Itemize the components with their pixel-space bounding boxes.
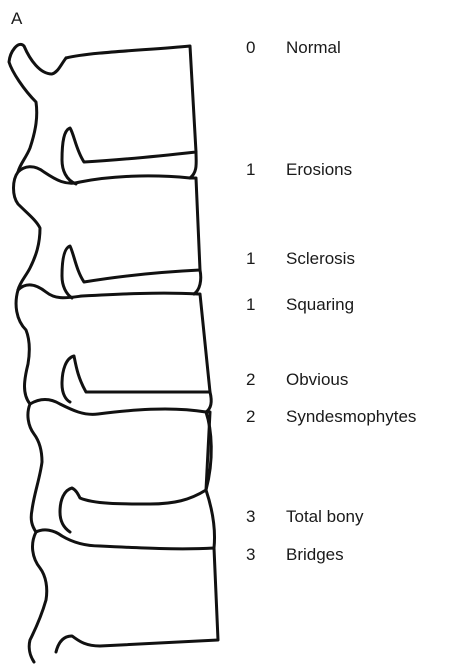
term-obvious: Obvious: [286, 370, 348, 390]
term-syndesmophytes: Syndesmophytes: [286, 407, 416, 427]
grade-2-obvious: 2: [246, 370, 255, 390]
vertebra-erosions: [14, 167, 201, 298]
grade-1-erosions: 1: [246, 160, 255, 180]
grade-0-normal: 0: [246, 38, 255, 58]
term-erosions: Erosions: [286, 160, 352, 180]
vertebra-squaring: [16, 285, 211, 412]
term-sclerosis: Sclerosis: [286, 249, 355, 269]
term-total-bony: Total bony: [286, 507, 364, 527]
vertebrae-illustration: [0, 0, 230, 664]
vertebra-syndesmophytes: [28, 400, 210, 533]
vertebra-bridges: [29, 412, 218, 662]
grade-3-total-bony: 3: [246, 507, 255, 527]
vertebra-normal: [9, 44, 196, 184]
term-normal: Normal: [286, 38, 341, 58]
term-bridges: Bridges: [286, 545, 344, 565]
term-squaring: Squaring: [286, 295, 354, 315]
grade-1-sclerosis: 1: [246, 249, 255, 269]
grade-1-squaring: 1: [246, 295, 255, 315]
grade-3-bridges: 3: [246, 545, 255, 565]
grade-2-syndesmophytes: 2: [246, 407, 255, 427]
